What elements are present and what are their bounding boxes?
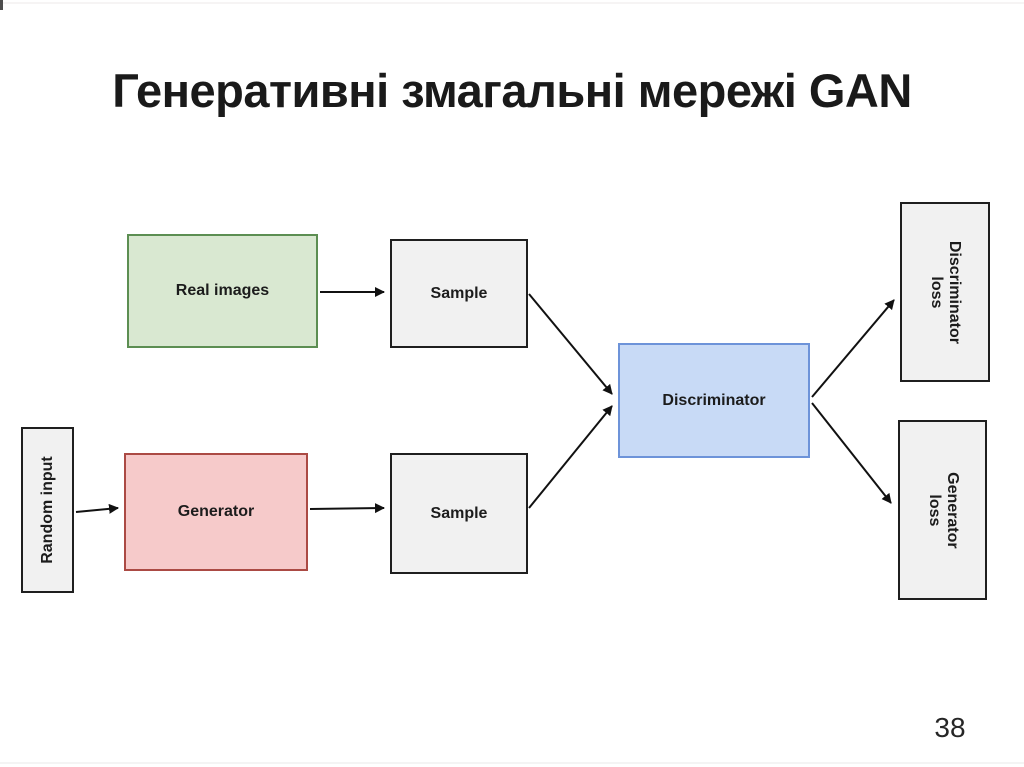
node-real-images-label: Real images (175, 282, 270, 299)
arrow-sample-bottom-to-discriminator (528, 405, 613, 509)
arrow-discriminator-to-discriminator-loss (811, 299, 895, 398)
node-discriminator-loss: Discriminator loss (900, 202, 990, 382)
corner-artifact (0, 0, 3, 10)
arrow-sample-top-to-discriminator (528, 293, 613, 395)
node-random-input-label: Random input (38, 456, 56, 564)
slide-title: Генеративні змагальні мережі GAN (112, 64, 912, 117)
arrow-discriminator-to-generator-loss (811, 402, 892, 504)
node-random-input: Random input (21, 427, 74, 593)
arrow-generator-to-sample (309, 503, 385, 514)
node-sample-bottom: Sample (390, 453, 528, 574)
node-generator: Generator (124, 453, 308, 571)
node-sample-top-label: Sample (430, 284, 488, 302)
node-discriminator-label: Discriminator (662, 391, 766, 409)
page-number: 38 (934, 712, 966, 743)
top-edge-line (0, 2, 1024, 4)
node-sample-bottom-label: Sample (430, 504, 488, 522)
bottom-edge-line (0, 762, 1024, 764)
node-sample-top: Sample (390, 239, 528, 348)
node-generator-label: Generator (177, 503, 255, 520)
node-real-images: Real images (127, 234, 318, 348)
node-generator-loss: Generator loss (898, 420, 987, 600)
node-discriminator-loss-label: Discriminator loss (928, 240, 964, 344)
arrow-random-input-to-generator (75, 503, 119, 514)
node-discriminator: Discriminator (618, 343, 810, 458)
node-generator-loss-label: Generator loss (925, 471, 961, 549)
